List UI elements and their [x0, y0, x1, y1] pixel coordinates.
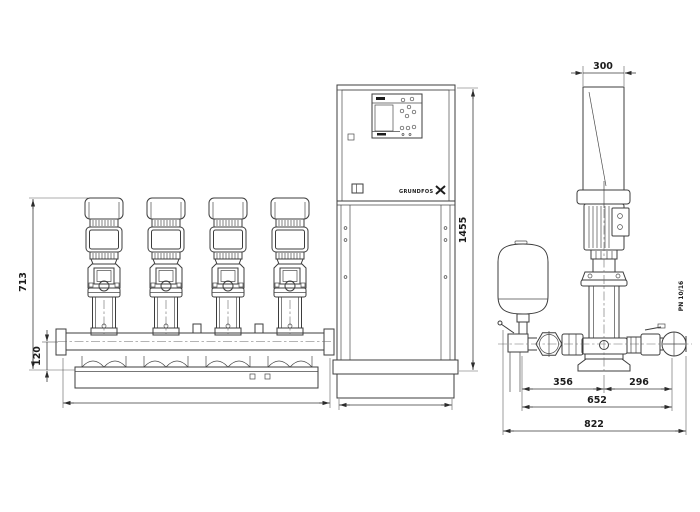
brand-text: GRUNDFOS [399, 189, 433, 195]
dimension-manifold-span: 652 [522, 395, 672, 410]
dimension-cabinet-depth: 300 [571, 61, 636, 86]
discharge-piping [498, 323, 692, 357]
suction-valve[interactable] [561, 333, 584, 356]
dimension-front-width [62, 358, 331, 408]
dim-label-713: 713 [18, 272, 29, 292]
valve-lever[interactable] [500, 323, 515, 334]
dim-label-356: 356 [553, 377, 573, 388]
pump-unit-3 [208, 197, 248, 336]
dimension-manifold-height: 120 [32, 330, 58, 382]
door-handle[interactable] [351, 183, 364, 194]
dim-label-120: 120 [32, 346, 43, 366]
dimension-suction-offset: 356 296 [521, 356, 673, 411]
suction-piping [497, 320, 584, 392]
pump-unit-1 [84, 197, 124, 336]
cabinet-logo: GRUNDFOS [399, 185, 446, 195]
dim-label-296: 296 [629, 377, 649, 388]
control-cabinet: GRUNDFOS 1455 [332, 84, 478, 410]
control-panel [371, 93, 423, 139]
dimension-cabinet-height: 1455 [457, 87, 478, 372]
manifold [55, 323, 335, 356]
dim-label-822: 822 [584, 419, 604, 430]
dimension-cabinet-width [338, 399, 453, 410]
dimension-overall-depth: 822 [502, 330, 687, 435]
panel-logo-mark [377, 133, 386, 136]
dimension-pump-height: 713 [18, 197, 88, 371]
pressure-rating-label: PN 10/16 [678, 281, 685, 311]
diaphragm-tank [497, 240, 549, 335]
discharge-valve-lever[interactable] [644, 326, 662, 331]
pump-side-profile [576, 189, 631, 372]
grundfos-logo-mark-icon [435, 185, 446, 195]
base-frame [74, 356, 319, 389]
pump-pedestal [577, 358, 631, 372]
door-lock[interactable] [347, 133, 355, 141]
cabinet-stand [332, 205, 459, 399]
side-view: 300 [497, 61, 692, 435]
dim-label-652: 652 [587, 395, 607, 406]
dim-label-1455: 1455 [458, 217, 469, 243]
discharge-valve[interactable] [640, 333, 661, 356]
dim-label-300: 300 [593, 61, 613, 72]
pump-unit-2 [146, 197, 186, 336]
panel-screen [374, 104, 394, 132]
pump-unit-4 [270, 197, 310, 336]
panel-buttons[interactable] [399, 96, 417, 131]
panel-display-indicator [376, 97, 385, 100]
motor-terminal-box [611, 207, 630, 237]
front-view: 713 120 [18, 197, 335, 408]
